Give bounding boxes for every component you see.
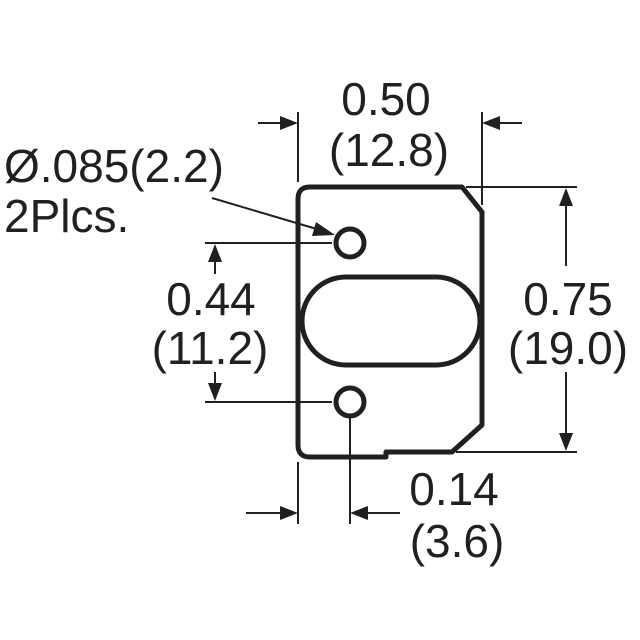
hole-offset-arrow-right bbox=[350, 506, 368, 520]
part-body bbox=[295, 184, 485, 460]
hole-offset-arrow-left bbox=[280, 506, 298, 520]
width-inch-label: 0.50 bbox=[341, 73, 431, 125]
hole-spacing-arrow-top bbox=[208, 244, 222, 262]
hole-offset-inch-label: 0.14 bbox=[409, 463, 499, 515]
hole-callout-arrow bbox=[312, 222, 335, 236]
height-arrow-top bbox=[559, 188, 573, 206]
hole-spacing-arrow-bottom bbox=[208, 383, 222, 401]
width-dimension: 0.50 (12.8) bbox=[258, 73, 522, 205]
hole-diameter-label: Ø.085(2.2) bbox=[4, 140, 224, 192]
hole-spacing-inch-label: 0.44 bbox=[166, 273, 256, 325]
mounting-hole-top bbox=[333, 226, 367, 260]
crystal-can bbox=[299, 274, 483, 368]
height-mm-label: (19.0) bbox=[508, 322, 628, 374]
height-dimension: 0.75 (19.0) bbox=[456, 186, 628, 453]
hole-count-label: 2Plcs. bbox=[4, 190, 129, 242]
mounting-hole-bottom bbox=[333, 385, 367, 419]
hole-offset-mm-label: (3.6) bbox=[410, 515, 505, 567]
hole-callout-leader bbox=[211, 197, 321, 231]
hole-offset-dimension: 0.14 (3.6) bbox=[246, 418, 504, 567]
height-inch-label: 0.75 bbox=[523, 273, 613, 325]
width-arrow-right bbox=[482, 116, 500, 130]
hole-spacing-dimension: 0.44 (11.2) bbox=[152, 242, 332, 403]
hole-spacing-mm-label: (11.2) bbox=[152, 322, 269, 374]
width-arrow-left bbox=[280, 116, 298, 130]
width-mm-label: (12.8) bbox=[329, 124, 449, 176]
hole-callout: Ø.085(2.2) 2Plcs. bbox=[4, 140, 335, 242]
height-arrow-bottom bbox=[559, 433, 573, 451]
